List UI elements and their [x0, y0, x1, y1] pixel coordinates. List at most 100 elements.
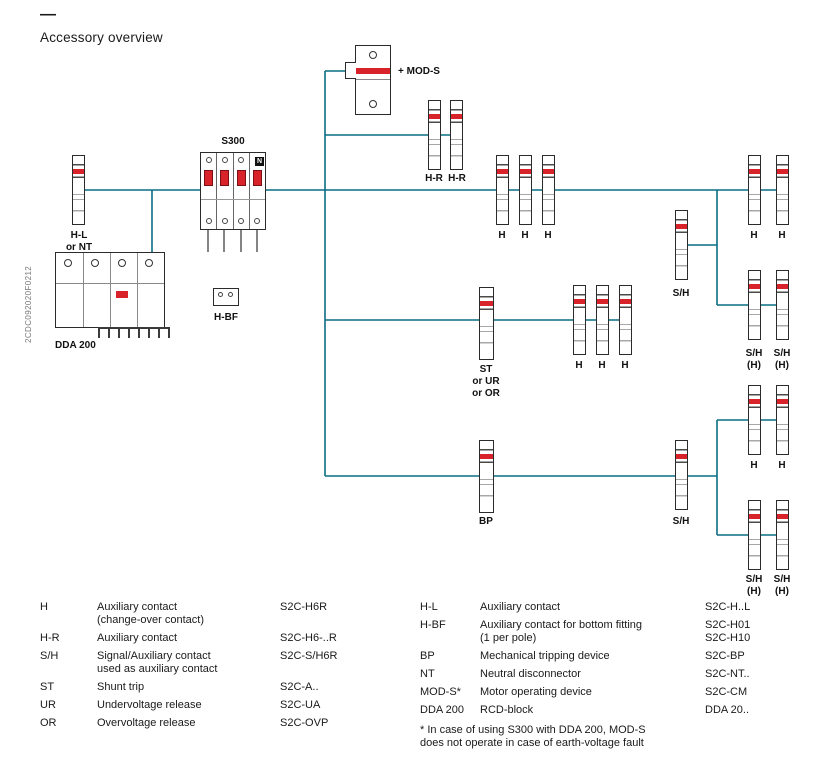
device-bp: [479, 440, 494, 513]
device-h-r-1: [428, 100, 441, 170]
panel-line: [356, 79, 390, 80]
terminal-screw-icon: [205, 157, 212, 163]
legend-left: H Auxiliary contact (change-over contact…: [40, 601, 416, 735]
legend-desc: Overvoltage release: [97, 717, 196, 729]
terminal-screw-icon: [238, 218, 245, 224]
label-sh: S/H: [773, 348, 791, 359]
label-h: H: [575, 360, 583, 371]
label-h-r-1: H-R: [425, 173, 443, 184]
label-h-l: H-L: [70, 230, 88, 241]
device-sh-top: [675, 210, 688, 280]
s300-pole: [201, 153, 218, 229]
legend-row: H-R Auxiliary contact S2C-H6-..R: [40, 632, 416, 645]
label-h: H: [598, 360, 606, 371]
red-indicator: [116, 291, 128, 298]
legend-right: H-L Auxiliary contact S2C-H..L H-BF Auxi…: [420, 601, 792, 750]
legend-term: DDA 200: [420, 704, 465, 716]
legend-code: DDA 20..: [705, 704, 750, 716]
legend-term: S/H: [40, 650, 59, 662]
legend-row: DDA 200 RCD-block DDA 20..: [420, 704, 792, 717]
label-dda200: DDA 200: [55, 340, 96, 351]
legend-term: UR: [40, 699, 56, 711]
terminal-screw-icon: [218, 292, 223, 297]
s300-terminal-pins: [207, 230, 258, 252]
legend-code: S2C-H01 S2C-H10: [705, 619, 751, 644]
legend-desc: Auxiliary contact: [480, 601, 561, 613]
label-or-nt: or NT: [65, 242, 93, 253]
terminal-screw-icon: [228, 292, 233, 297]
legend-row: NT Neutral disconnector S2C-NT..: [420, 668, 792, 681]
device-h-a1: [496, 155, 509, 225]
label-h: H: [778, 460, 786, 471]
label-sh: S/H: [745, 574, 763, 585]
terminal-screw-icon: [145, 259, 153, 267]
label-or-or: or OR: [472, 388, 500, 399]
legend-term: H: [40, 601, 48, 613]
section-dash: —: [40, 6, 56, 23]
device-h-bottomright-2: [776, 385, 789, 455]
legend-code: S2C-OVP: [280, 717, 329, 729]
device-st-ur-or: [479, 287, 494, 360]
terminal-screw-icon: [238, 157, 245, 163]
h-bf-device: [213, 288, 239, 306]
legend-desc: Undervoltage release: [97, 699, 202, 711]
red-toggle-icon: [204, 170, 214, 186]
device-h-topright-1: [748, 155, 761, 225]
legend-row: BP Mechanical tripping device S2C-BP: [420, 650, 792, 663]
module-divider: [137, 253, 138, 327]
legend-code: S2C-H6R: [280, 601, 328, 613]
legend-row: H-BF Auxiliary contact for bottom fittin…: [420, 619, 792, 645]
legend-term: MOD-S*: [420, 686, 461, 698]
label-h: H: [750, 230, 758, 241]
legend-code: S2C-CM: [705, 686, 748, 698]
device-h-mid-1: [573, 285, 586, 355]
label-h: H: [621, 360, 629, 371]
legend-code: S2C-A..: [280, 681, 319, 693]
red-toggle-icon: [236, 170, 246, 186]
device-sh-h-bottomright-1: [748, 500, 761, 570]
legend-term: OR: [40, 717, 57, 729]
legend-term: H-R: [40, 632, 60, 644]
label-h-r-2: H-R: [448, 173, 466, 184]
device-h-a2: [519, 155, 532, 225]
label-sh-h: (H): [747, 586, 761, 597]
legend-code: S2C-S/H6R: [280, 650, 338, 662]
neutral-marker: N: [255, 157, 264, 166]
terminal-screw-icon: [221, 157, 228, 163]
label-sh: S/H: [745, 348, 763, 359]
device-sh-h-topright-2: [776, 270, 789, 340]
legend-code: S2C-BP: [705, 650, 745, 662]
device-h-mid-3: [619, 285, 632, 355]
legend-term: H-L: [420, 601, 438, 613]
legend-row: UR Undervoltage release S2C-UA: [40, 699, 416, 712]
legend-row: ST Shunt trip S2C-A..: [40, 681, 416, 694]
legend-row: S/H Signal/Auxiliary contact used as aux…: [40, 650, 416, 676]
panel-line: [56, 283, 164, 284]
legend-desc: Auxiliary contact (change-over contact): [97, 601, 204, 626]
legend-desc: Signal/Auxiliary contact used as auxilia…: [97, 650, 218, 675]
legend-row: MOD-S* Motor operating device S2C-CM: [420, 686, 792, 699]
label-h: H: [544, 230, 552, 241]
terminal-screw-icon: [64, 259, 72, 267]
s300-pole-neutral: N: [250, 153, 265, 229]
label-or-ur: or UR: [472, 376, 500, 387]
s300-pole: [217, 153, 234, 229]
legend-row: H-L Auxiliary contact S2C-H..L: [420, 601, 792, 614]
device-h-l: [72, 155, 85, 225]
legend-code: S2C-H..L: [705, 601, 751, 613]
busbar-comb: [98, 327, 170, 338]
terminal-screw-icon: [118, 259, 126, 267]
mod-s-side-tab: [345, 62, 356, 79]
mounting-hole-icon: [369, 100, 377, 108]
legend-desc: Auxiliary contact: [97, 632, 178, 644]
legend-desc: Shunt trip: [97, 681, 145, 693]
label-sh-h: (H): [775, 586, 789, 597]
legend-code: S2C-NT..: [705, 668, 750, 680]
legend-term: NT: [420, 668, 435, 680]
device-sh-bottom: [675, 440, 688, 510]
mod-s-device: [345, 45, 391, 115]
legend-code: S2C-H6-..R: [280, 632, 337, 644]
module-divider: [110, 253, 111, 327]
legend-desc: Auxiliary contact for bottom fitting (1 …: [480, 619, 643, 644]
label-sh-h: (H): [775, 360, 789, 371]
